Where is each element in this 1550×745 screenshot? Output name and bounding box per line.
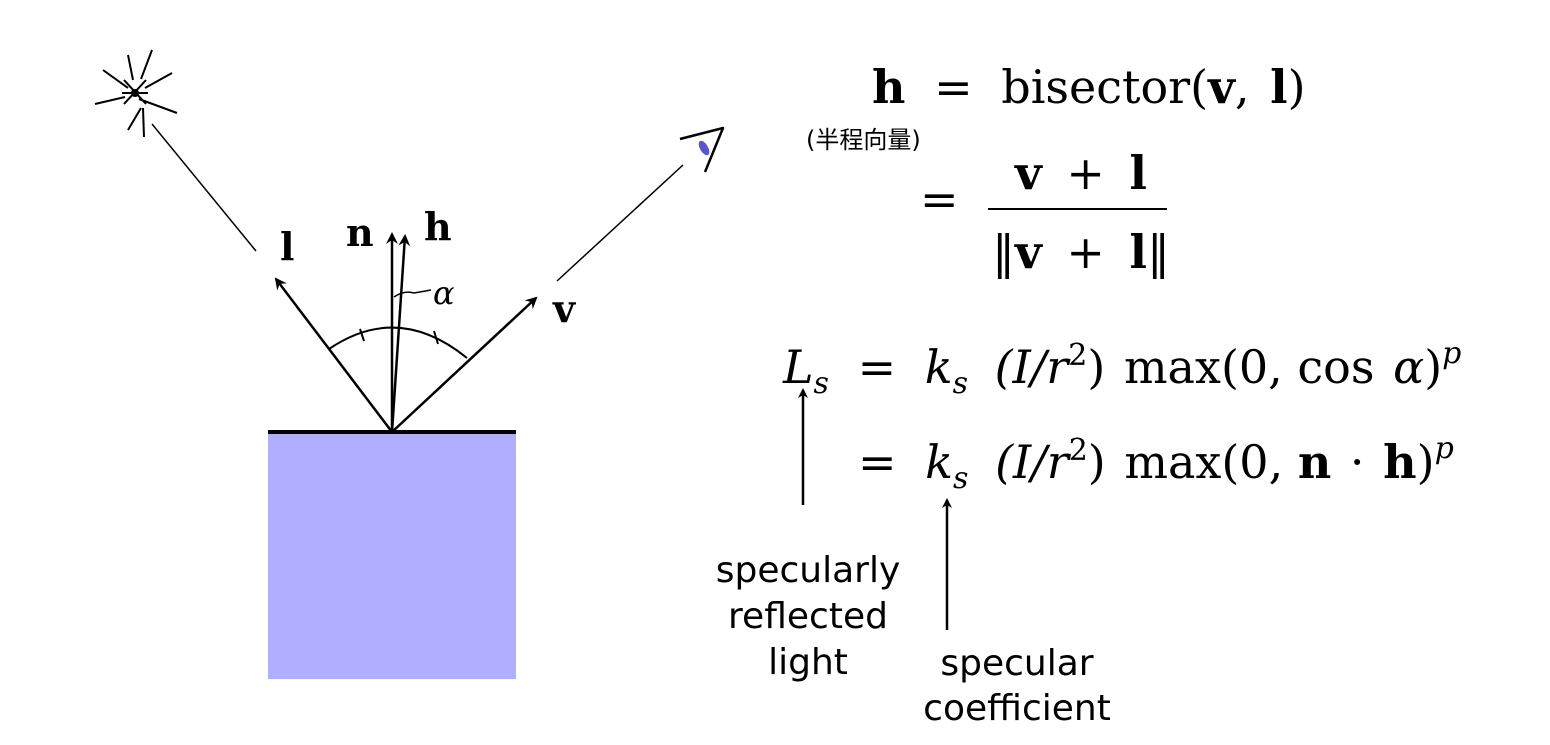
svg-text:‖v + l‖: ‖v + l‖ — [992, 225, 1170, 279]
light-vector-label: l — [280, 224, 294, 269]
light-ray — [151, 123, 257, 252]
svg-text:specularly: specularly — [716, 550, 901, 591]
svg-text:h = bisector(v,: h = bisector(v, l) — [872, 60, 1306, 114]
surface-block — [268, 433, 516, 679]
svg-text:light: light — [768, 642, 848, 683]
half-vector-note: (半程向量) — [806, 126, 921, 154]
half-vector-label: h — [424, 204, 452, 249]
normalized-sum-equation: = v + l ‖v + l‖ — [920, 146, 1170, 279]
specular-cos-equation: Ls = ks (I/r2) max(0, cos α)p — [782, 336, 1461, 404]
arc-tick-left — [359, 328, 365, 342]
svg-text:=: = — [920, 172, 959, 226]
bisector-equation: h = bisector(v, l) — [872, 60, 1306, 114]
light-vector-arrow — [274, 277, 393, 433]
sun-burst-icon — [94, 49, 178, 138]
svg-text:Ls = ks (I/r: Ls = ks (I/r2) max(0, cos α)p — [782, 336, 1461, 404]
view-vector-label: v — [552, 286, 577, 331]
normal-vector-label: n — [346, 210, 374, 255]
eye-icon — [679, 126, 725, 173]
svg-text:v + l: v + l — [1014, 146, 1147, 200]
view-vector-arrow — [391, 296, 538, 433]
alpha-arc — [393, 291, 415, 298]
svg-text:reflected: reflected — [728, 596, 888, 637]
half-vector-arrow — [390, 234, 411, 433]
specular-coefficient-label: specular coefficient — [923, 643, 1111, 729]
specularly-reflected-light-label: specularly reflected light — [716, 550, 901, 683]
svg-text:= ks (I/r2): = ks (I/r2) max(0, n · h)p — [858, 431, 1454, 499]
alpha-leader — [413, 289, 432, 294]
angle-arc — [328, 326, 468, 359]
alpha-label: α — [433, 274, 455, 312]
svg-text:coefficient: coefficient — [923, 688, 1111, 729]
specular-dot-equation: = ks (I/r2) max(0, n · h)p — [858, 431, 1454, 499]
svg-text:specular: specular — [940, 643, 1093, 684]
view-ray — [556, 164, 684, 282]
arc-tick-right — [433, 330, 439, 345]
